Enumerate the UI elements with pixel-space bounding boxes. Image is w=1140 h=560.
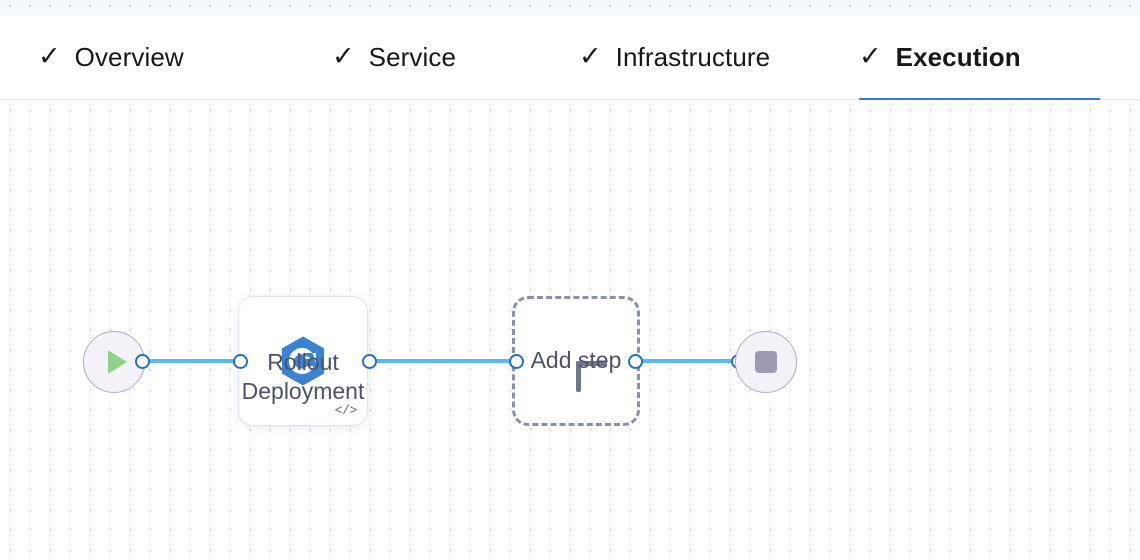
port-rollout-deployment-output[interactable] (362, 354, 377, 369)
tab-label: Overview (74, 42, 184, 72)
code-icon[interactable]: </> (334, 403, 358, 418)
step-node-rollout-deployment[interactable]: </> (239, 297, 367, 425)
pipeline-start-node[interactable] (83, 331, 145, 393)
check-icon: ✓ (579, 41, 602, 71)
connector-add-step-to-end (630, 359, 742, 363)
connector-rollout-deployment-to-add-step (365, 359, 520, 363)
tab-overview[interactable]: ✓ Overview (38, 15, 250, 100)
port-add-step-output[interactable] (628, 354, 643, 369)
check-icon: ✓ (859, 41, 882, 71)
top-dot-grid-strip (0, 0, 1140, 15)
tab-execution[interactable]: ✓ Execution (859, 15, 1100, 102)
rollout-deployment-icon (281, 336, 325, 386)
play-icon (107, 350, 127, 374)
step-node-label: Rollout Deployment (241, 349, 365, 405)
tab-label: Execution (895, 42, 1021, 72)
tab-service[interactable]: ✓ Service (332, 15, 480, 100)
add-step-label: Add step (530, 347, 622, 373)
tab-label: Infrastructure (615, 42, 771, 72)
pipeline-canvas[interactable]: </> Rollout Deployment Add step (0, 100, 1140, 560)
pipeline-end-node[interactable] (735, 331, 797, 393)
tab-label: Service (368, 42, 457, 72)
tab-infrastructure[interactable]: ✓ Infrastructure (579, 15, 805, 100)
pipeline-stage-tabbar: ✓ Overview ✓ Service ✓ Infrastructure ✓ … (0, 15, 1140, 102)
check-icon: ✓ (38, 41, 61, 71)
port-add-step-input[interactable] (509, 354, 524, 369)
stop-icon (755, 351, 777, 373)
connector-start-to-rollout-deployment (138, 359, 246, 363)
port-start-output[interactable] (135, 354, 150, 369)
check-icon: ✓ (332, 41, 355, 71)
port-rollout-deployment-input[interactable] (233, 354, 248, 369)
